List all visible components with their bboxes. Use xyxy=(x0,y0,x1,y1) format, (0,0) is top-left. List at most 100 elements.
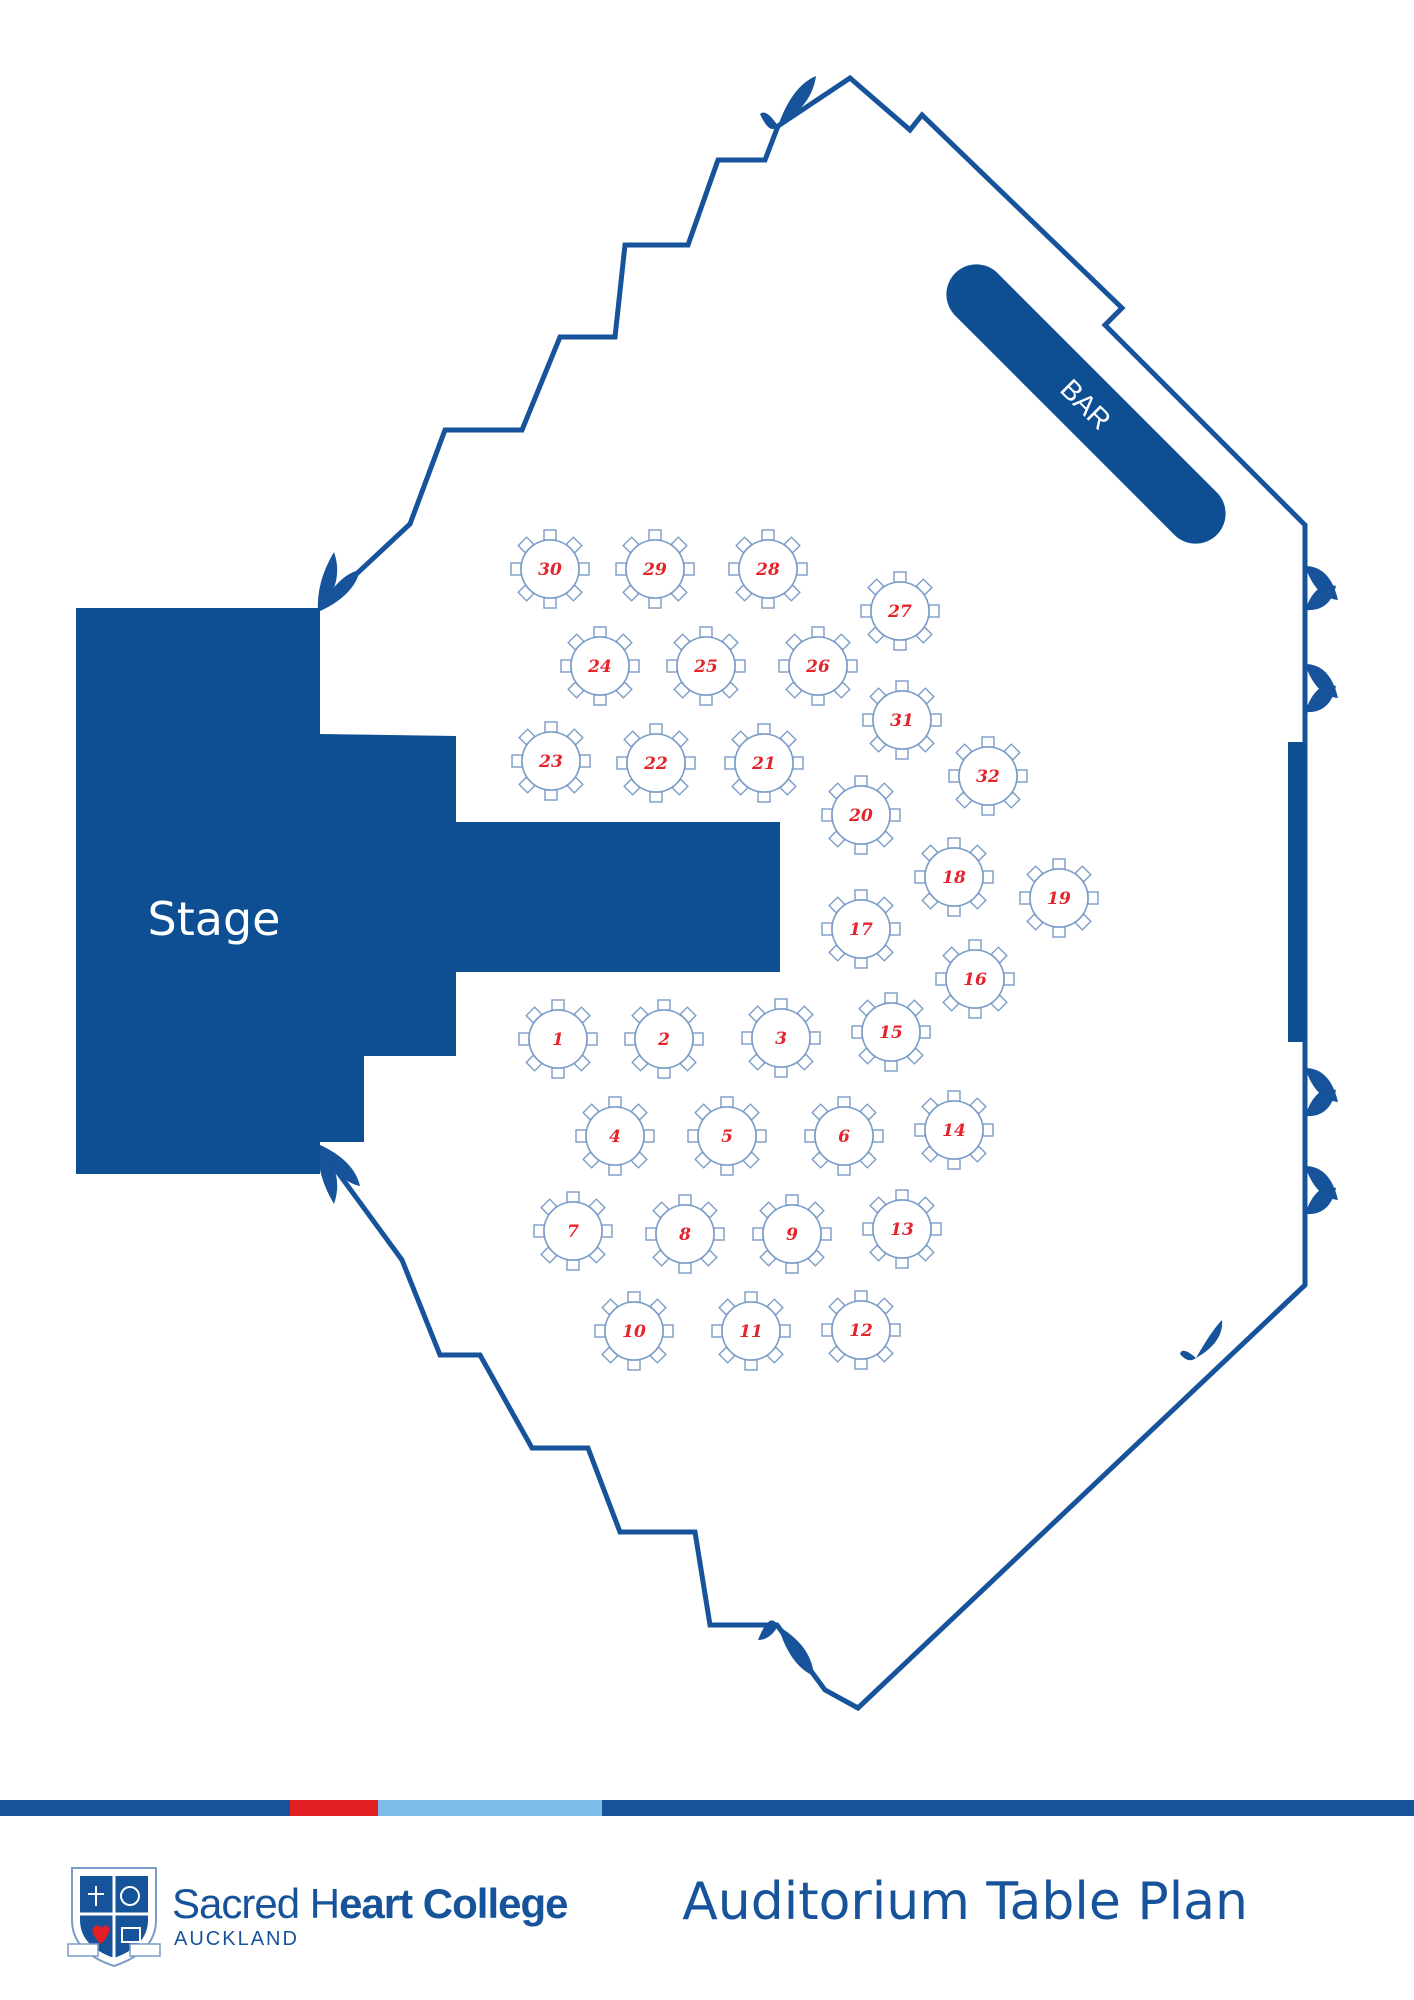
table-top xyxy=(676,636,736,696)
table-number-label: 26 xyxy=(805,657,830,677)
chair xyxy=(755,1129,767,1143)
table-number-label: 10 xyxy=(622,1322,646,1342)
chair xyxy=(657,1067,671,1079)
band-light-blue xyxy=(378,1800,602,1816)
table-number-label: 4 xyxy=(609,1127,621,1147)
chair xyxy=(752,1227,764,1241)
chair xyxy=(628,659,640,673)
chair xyxy=(543,529,557,541)
table-number-label: 22 xyxy=(643,754,668,774)
table-number-label: 16 xyxy=(963,970,987,990)
chair xyxy=(578,562,590,576)
table-11: 11 xyxy=(711,1291,791,1371)
chair xyxy=(1003,972,1015,986)
chair xyxy=(860,604,872,618)
chair xyxy=(889,922,901,936)
chair xyxy=(928,604,940,618)
chair xyxy=(560,659,572,673)
table-8: 8 xyxy=(645,1194,725,1274)
table-number-label: 31 xyxy=(890,711,914,731)
table-26: 26 xyxy=(778,626,858,706)
chair xyxy=(566,1259,580,1271)
table-18: 18 xyxy=(914,837,994,917)
chair xyxy=(889,808,901,822)
chair xyxy=(683,562,695,576)
chair xyxy=(1052,858,1066,870)
table-top xyxy=(625,539,685,599)
chair xyxy=(662,1324,674,1338)
table-24: 24 xyxy=(560,626,640,706)
chair xyxy=(544,721,558,733)
table-2: 2 xyxy=(624,999,704,1079)
door-swings xyxy=(317,76,1338,1676)
chair xyxy=(720,1164,734,1176)
chair xyxy=(895,1257,909,1269)
chair xyxy=(544,789,558,801)
table-number-label: 29 xyxy=(642,560,667,580)
stage: Stage xyxy=(76,608,780,1174)
table-number-label: 7 xyxy=(567,1222,579,1242)
chair xyxy=(854,775,868,787)
table-4: 4 xyxy=(575,1096,655,1176)
chair xyxy=(678,1262,692,1274)
chair xyxy=(914,870,926,884)
table-20: 20 xyxy=(821,775,901,855)
chair xyxy=(982,870,994,884)
chair xyxy=(862,713,874,727)
chair xyxy=(837,1164,851,1176)
table-12: 12 xyxy=(821,1290,901,1370)
table-25: 25 xyxy=(666,626,746,706)
table-top xyxy=(634,1009,694,1069)
table-number-label: 11 xyxy=(739,1322,763,1342)
chair xyxy=(884,1060,898,1072)
table-number-label: 23 xyxy=(538,752,563,772)
chair xyxy=(648,597,662,609)
chair xyxy=(551,999,565,1011)
table-23: 23 xyxy=(511,721,591,801)
chair xyxy=(666,659,678,673)
table-number-label: 32 xyxy=(976,767,1000,787)
chair xyxy=(645,1227,657,1241)
chair xyxy=(511,754,523,768)
table-13: 13 xyxy=(862,1189,942,1269)
chair xyxy=(785,1194,799,1206)
chair xyxy=(889,1323,901,1337)
chair xyxy=(811,626,825,638)
chair xyxy=(792,756,804,770)
chair xyxy=(811,694,825,706)
auditorium-outline xyxy=(317,74,1308,1712)
table-number-label: 25 xyxy=(693,657,718,677)
chair xyxy=(575,1129,587,1143)
table-number-label: 28 xyxy=(755,560,780,580)
table-top xyxy=(543,1201,603,1261)
chair xyxy=(981,736,995,748)
chair xyxy=(982,1123,994,1137)
chair xyxy=(968,1007,982,1019)
chair xyxy=(895,680,909,692)
chair xyxy=(608,1096,622,1108)
table-top xyxy=(604,1301,664,1361)
table-number-label: 24 xyxy=(587,657,612,677)
chair xyxy=(720,1096,734,1108)
plan-title: Auditorium Table Plan xyxy=(682,1872,1248,1932)
chair xyxy=(744,1359,758,1371)
chair xyxy=(872,1129,884,1143)
chair xyxy=(627,1359,641,1371)
chair xyxy=(893,571,907,583)
table-number-label: 14 xyxy=(942,1121,966,1141)
table-top xyxy=(697,1106,757,1166)
table-top xyxy=(738,539,798,599)
chair xyxy=(608,1164,622,1176)
chair xyxy=(761,597,775,609)
table-3: 3 xyxy=(741,998,821,1078)
chair xyxy=(947,837,961,849)
table-32: 32 xyxy=(948,736,1028,816)
chair xyxy=(551,1067,565,1079)
stage-label: Stage xyxy=(148,892,281,946)
table-number-label: 9 xyxy=(786,1225,798,1245)
bar: BAR xyxy=(946,264,1226,544)
table-number-label: 13 xyxy=(890,1220,914,1240)
chair xyxy=(643,1129,655,1143)
chair xyxy=(757,723,771,735)
table-number-label: 21 xyxy=(751,754,776,774)
